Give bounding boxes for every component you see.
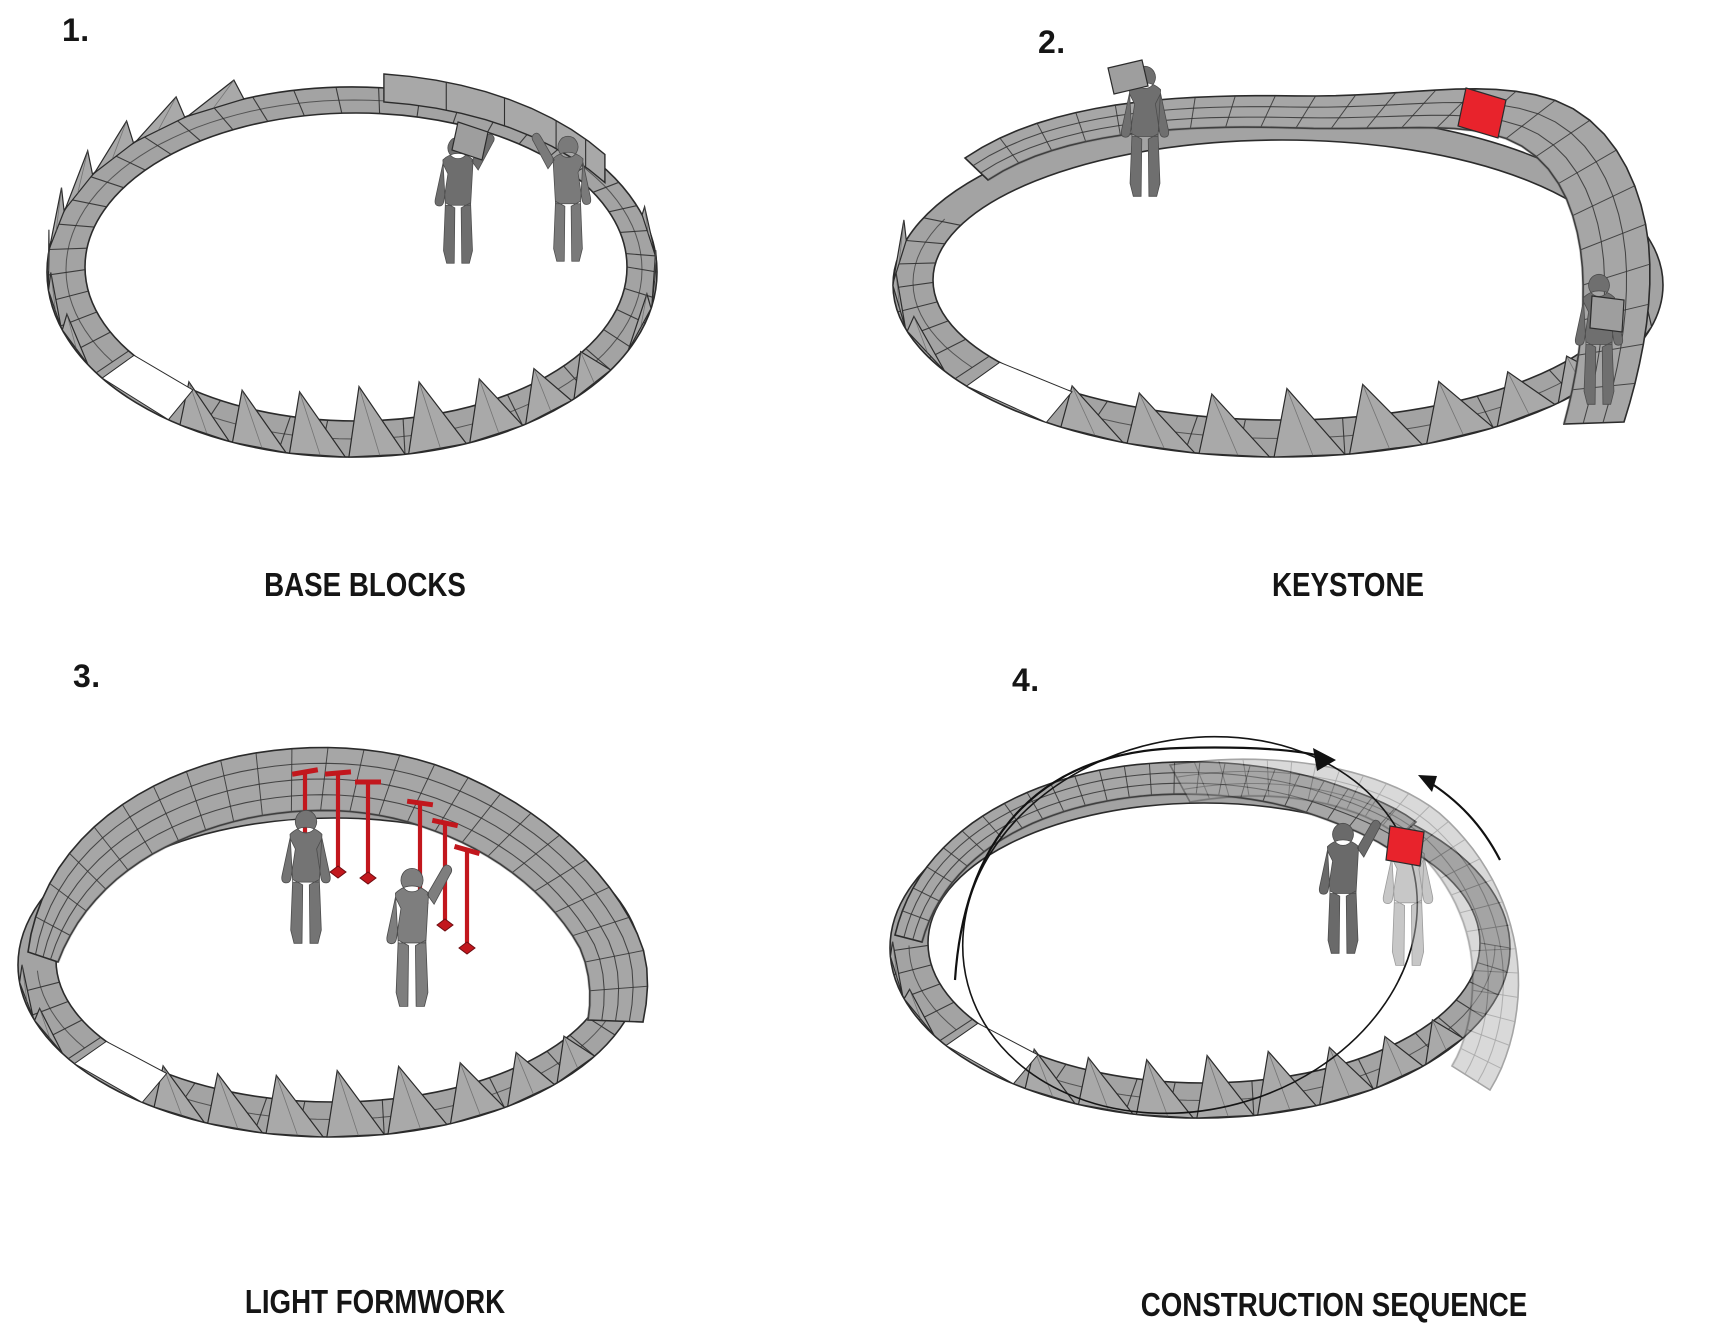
formwork-prop [355,779,381,885]
dome-band-ghost [1168,758,1520,1092]
sawtooth-blocks [47,79,658,458]
construction-sequence-scene [889,735,1520,1119]
carried-block [451,121,489,161]
sawtooth-blocks [889,941,1464,1119]
panel-number-3: 3. [73,658,101,694]
panel-number-2: 2. [1038,24,1066,60]
caption-base-blocks: BASE BLOCKS [264,566,466,603]
worker-figure [1318,819,1381,954]
worker-figure [386,864,453,1007]
caption-keystone: KEYSTONE [1272,566,1424,603]
formwork-prop [453,844,481,955]
unbuilt-gap [101,354,194,421]
worker-figure [531,132,592,262]
light-formwork-scene [17,746,649,1138]
panel-number-4: 4. [1012,662,1040,698]
unbuilt-gap [945,1022,1039,1085]
caption-construction-sequence: CONSTRUCTION SEQUENCE [1140,1286,1528,1323]
worker-figure [1120,65,1170,197]
carried-block [1589,295,1625,333]
base-blocks-scene [46,73,658,458]
unbuilt-gap [73,1040,168,1104]
sawtooth-blocks [18,964,596,1138]
panel-number-1: 1. [62,12,90,48]
formwork-prop [324,769,352,879]
rotation-arrow [1418,775,1501,861]
keystone-scene [892,59,1664,458]
carried-block [1107,59,1149,95]
unbuilt-gap [965,361,1073,424]
worker-figure [281,809,331,944]
keystone-block-ghost [1385,825,1425,867]
keystone-block [1457,87,1507,139]
caption-light-formwork: LIGHT FORMWORK [244,1283,506,1320]
laid-course-blocks [383,73,606,184]
rotation-arrow [953,746,1336,981]
